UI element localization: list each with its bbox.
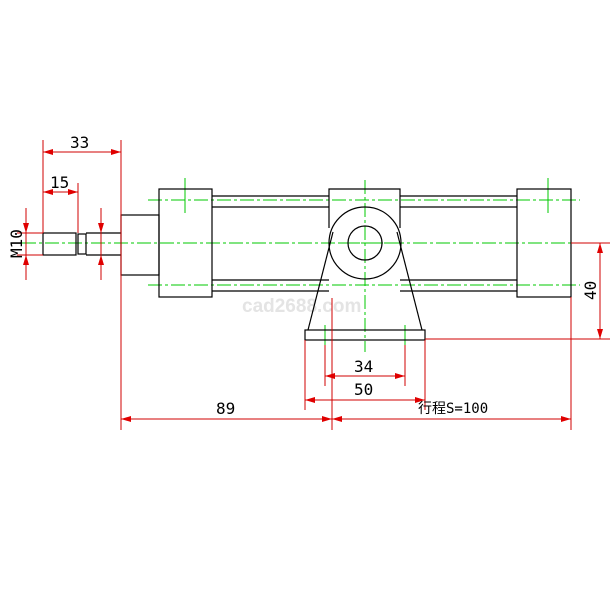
dim-89: 89 (216, 399, 235, 418)
rod-thread (42, 232, 77, 256)
dim-33: 33 (70, 133, 89, 152)
dim-40: 40 (581, 281, 600, 300)
dimensions (17, 140, 610, 430)
dim-34: 34 (354, 357, 373, 376)
base-plate (304, 329, 426, 341)
pivot-hole (347, 225, 383, 261)
watermark: cad2688.com (242, 296, 361, 317)
dim-m10: M10 (7, 229, 26, 258)
dim-stroke: 行程S=100 (418, 401, 488, 417)
pivot-block (328, 188, 401, 228)
dim-15: 15 (50, 173, 69, 192)
front-flange (158, 188, 213, 298)
rod-nut (77, 233, 87, 255)
dim-50: 50 (354, 380, 373, 399)
pivot-boss (328, 206, 402, 280)
cylinder-body (42, 188, 572, 341)
front-cap (120, 214, 160, 276)
